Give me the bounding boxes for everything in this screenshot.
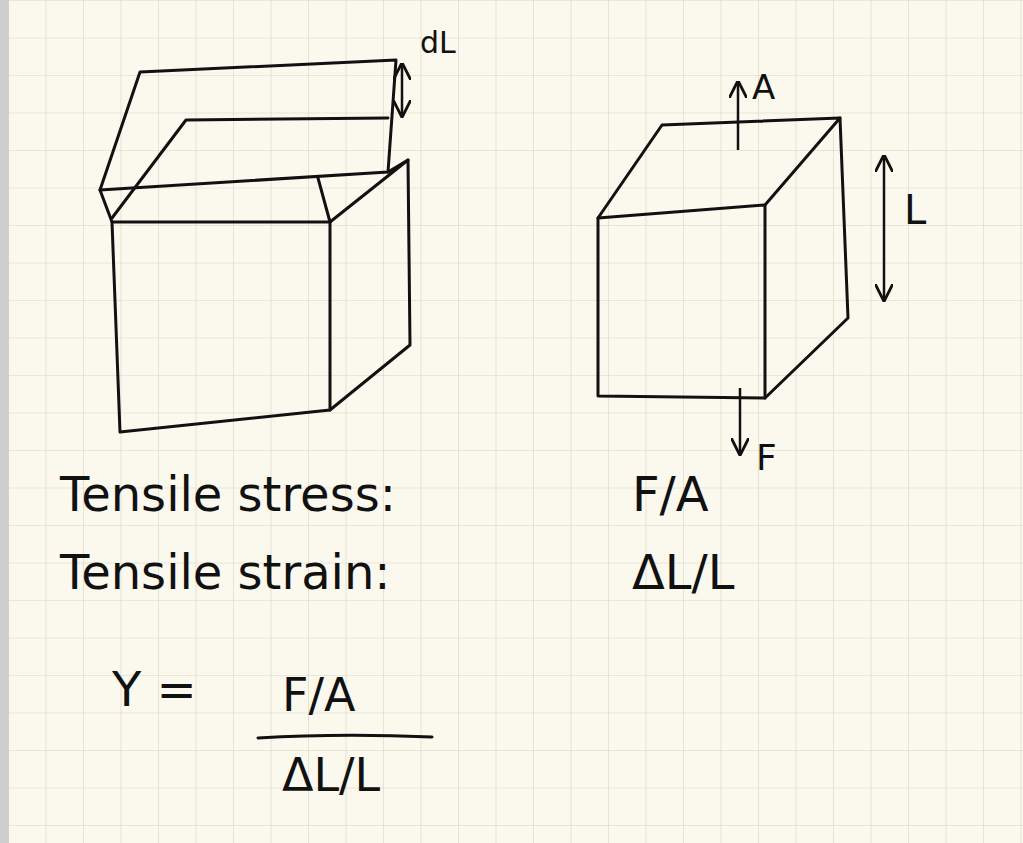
fraction-bar — [258, 735, 432, 738]
handwritten-label: L — [904, 190, 926, 230]
page-margin — [0, 0, 9, 843]
elongation-arrow — [401, 66, 404, 114]
handwritten-label: ΔL/L — [282, 752, 380, 798]
handwritten-label: Y = — [112, 665, 197, 713]
original-top-edge — [112, 118, 388, 218]
handwritten-label: dL — [420, 28, 456, 58]
handwritten-label: F/A — [282, 672, 355, 718]
handwritten-label: Tensile strain: — [60, 548, 391, 596]
area-arrow — [737, 84, 740, 150]
cube-side-face — [330, 160, 410, 410]
force-arrow — [739, 388, 742, 452]
length-arrow — [883, 158, 886, 298]
cube-side-face — [765, 118, 848, 398]
handwritten-label: Tensile stress: — [60, 470, 396, 518]
stretched-cube — [100, 60, 410, 432]
cube-front-face — [112, 222, 330, 432]
handwritten-label: ΔL/L — [632, 548, 735, 596]
cube-front-face — [598, 205, 765, 398]
stretched-top-face — [100, 60, 396, 190]
cube-top-face — [598, 118, 840, 218]
stretch-edges — [100, 160, 408, 222]
loaded-cube — [598, 118, 848, 398]
handwritten-label: F/A — [632, 470, 709, 518]
handwritten-label: A — [752, 70, 775, 104]
handwritten-label: F — [756, 440, 777, 476]
